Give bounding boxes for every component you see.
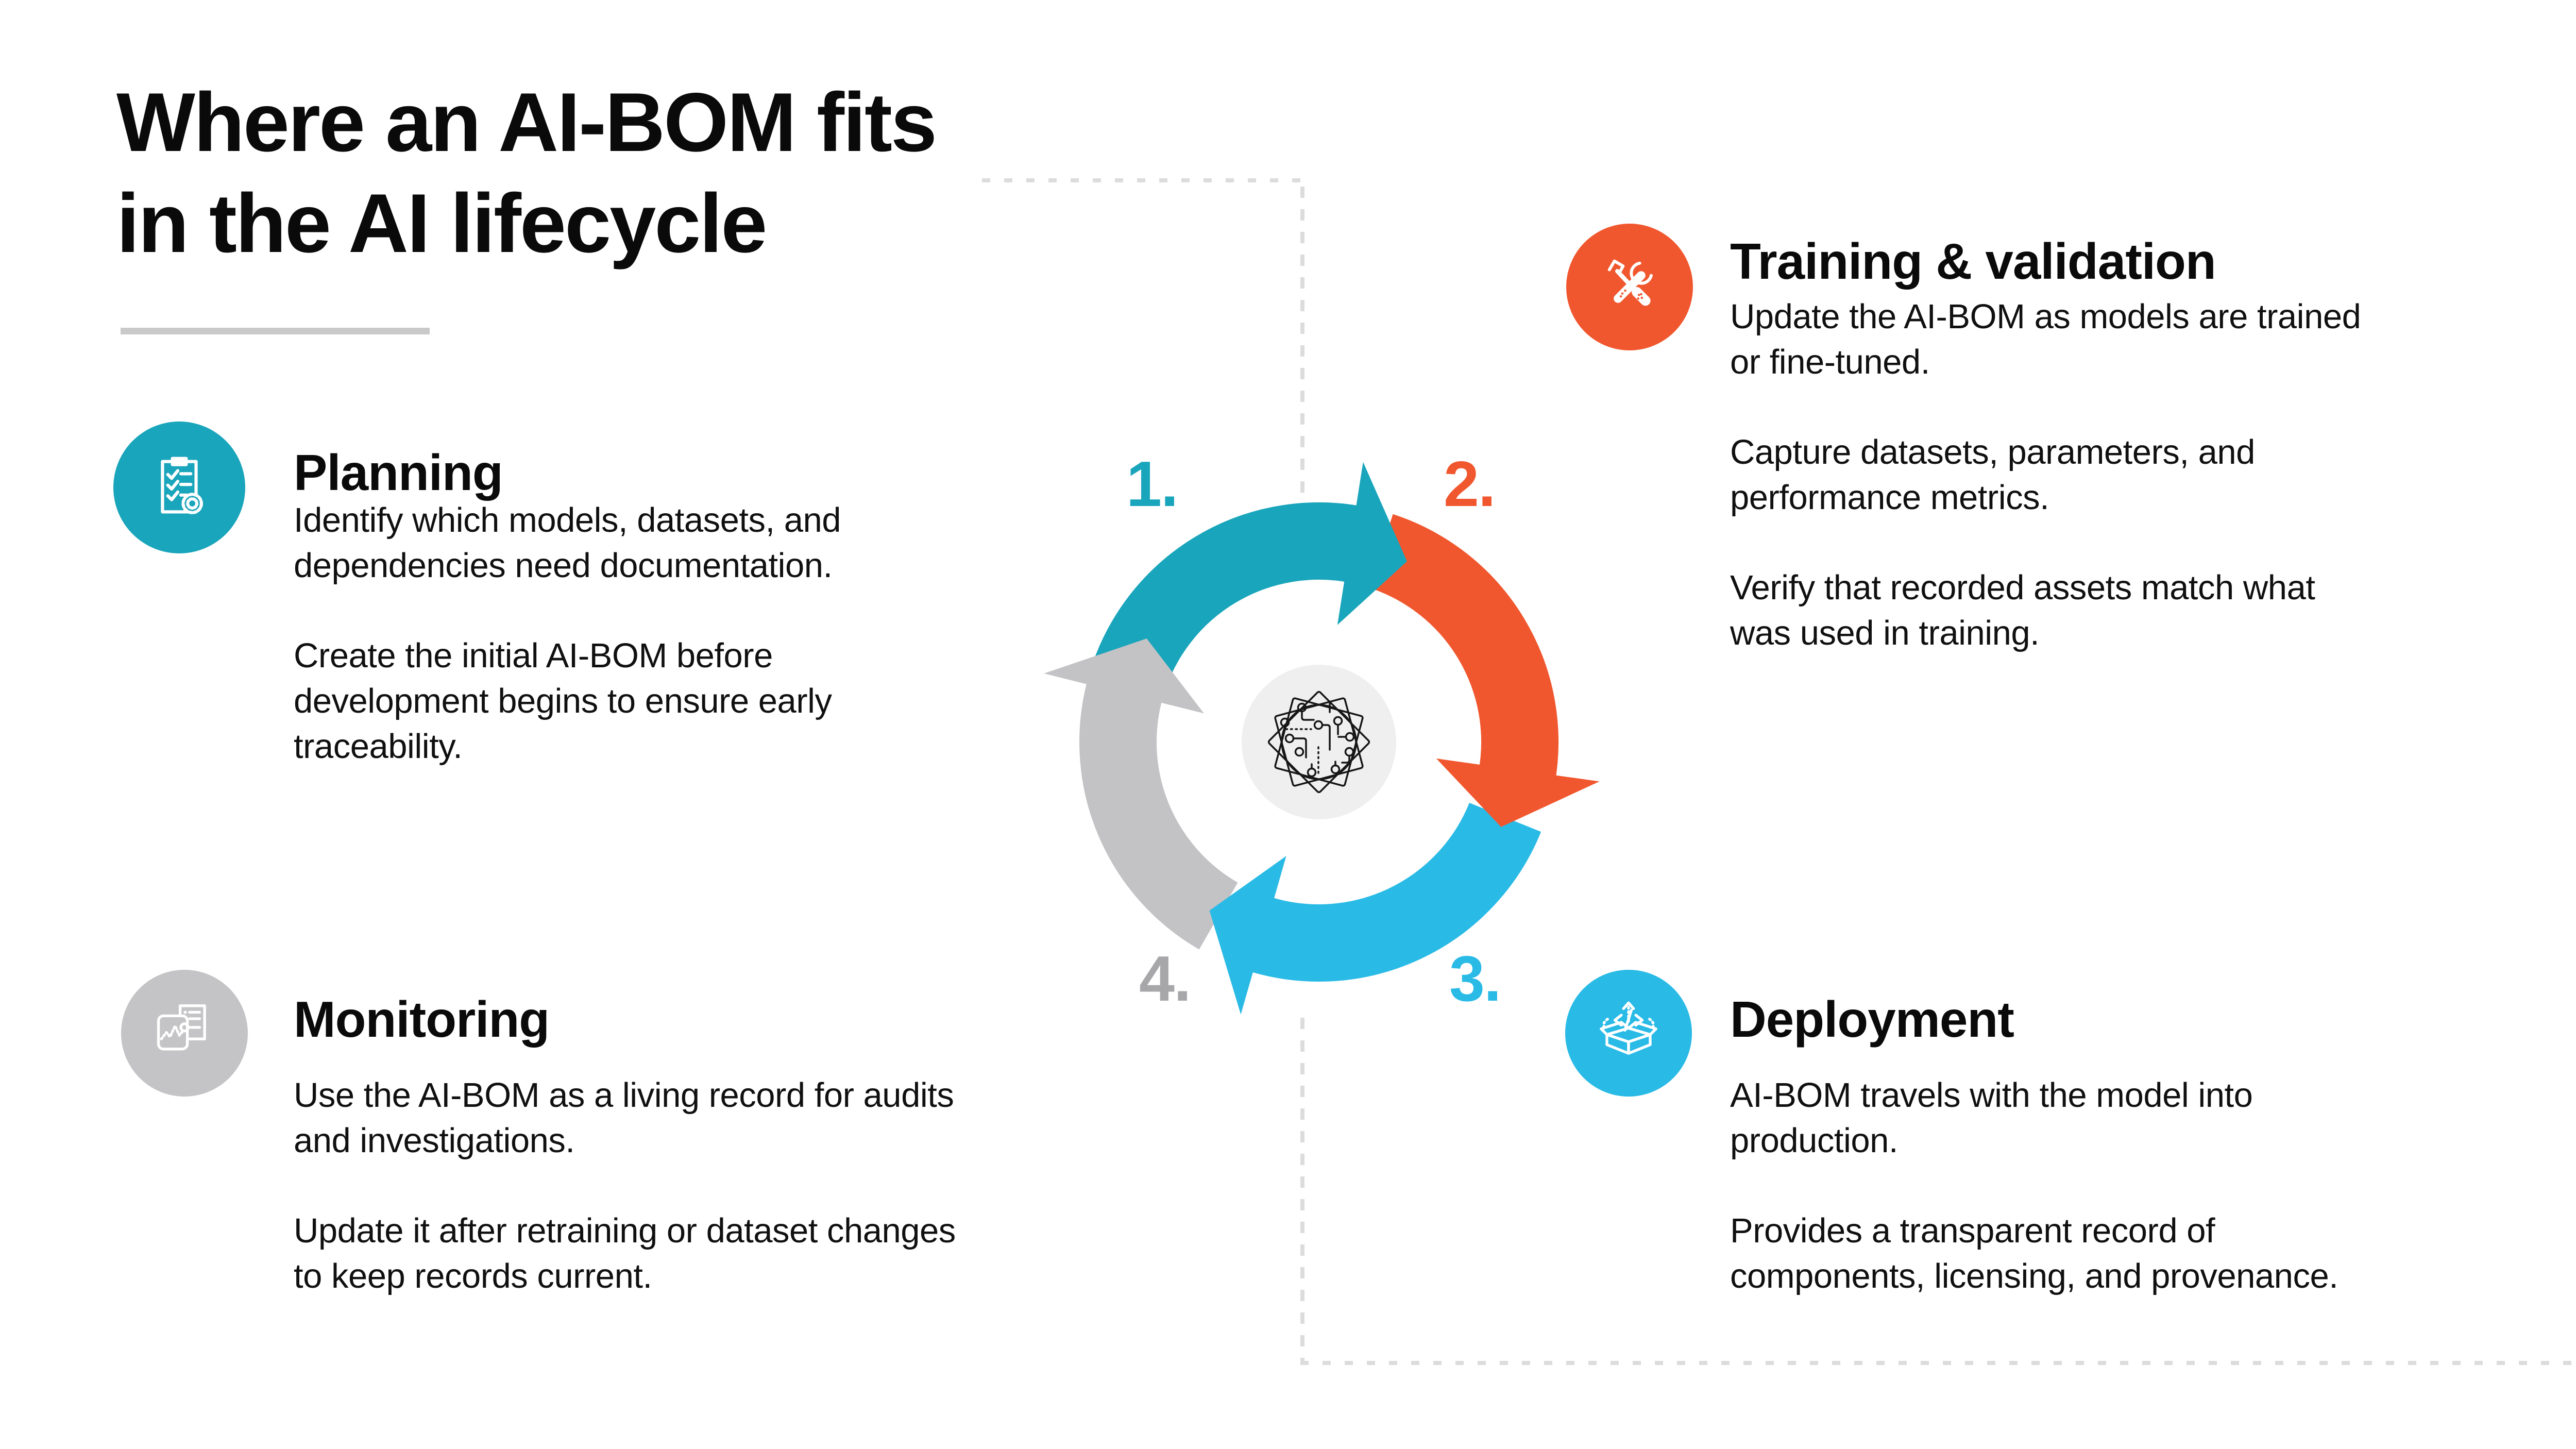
- arrowhead-4-icon: [1044, 638, 1204, 714]
- arrowhead-3-icon: [1209, 856, 1286, 1015]
- dashed-connector-top: [982, 178, 1304, 182]
- training-heading: Training & validation: [1730, 233, 2216, 290]
- deployment-icon-badge: [1565, 970, 1692, 1097]
- monitoring-body: Use the AI-BOM as a living record for au…: [294, 1073, 1118, 1299]
- deployment-body: AI-BOM travels with the model into produ…: [1730, 1073, 2554, 1299]
- dashed-connector-vertical-bottom: [1300, 1018, 1304, 1361]
- arrowhead-2-icon: [1436, 759, 1600, 827]
- cycle-number-3: 3.: [1449, 943, 1501, 1015]
- planning-paragraph-1: Identify which models, datasets, and dep…: [294, 501, 841, 585]
- crossed-tools-icon: [1607, 259, 1653, 306]
- training-paragraph-1: Update the AI-BOM as models are trained …: [1730, 297, 2361, 381]
- clipboard-checklist-gear-icon: [161, 457, 204, 514]
- monitoring-paragraph-1: Use the AI-BOM as a living record for au…: [294, 1076, 954, 1160]
- cycle-number-1: 1.: [1126, 449, 1178, 520]
- training-icon-badge: [1566, 224, 1693, 350]
- lifecycle-cycle-diagram: [1044, 462, 1600, 1015]
- monitoring-heading: Monitoring: [294, 991, 550, 1048]
- cycle-center-disc: [1242, 665, 1396, 819]
- deployment-paragraph-1: AI-BOM travels with the model into produ…: [1730, 1076, 2253, 1160]
- planning-icon-badge: [113, 422, 245, 553]
- planning-paragraph-2: Create the initial AI-BOM before develop…: [294, 636, 832, 766]
- open-box-code-icon: [1600, 1001, 1657, 1055]
- ai-circuit-brain-icon: [1267, 690, 1370, 794]
- cycle-arrows: [1044, 462, 1600, 1015]
- training-paragraph-3: Verify that recorded assets match what w…: [1730, 568, 2315, 652]
- arrowhead-1-icon: [1337, 462, 1407, 625]
- cycle-number-2: 2.: [1444, 449, 1496, 520]
- cycle-number-4: 4.: [1139, 943, 1191, 1015]
- planning-heading: Planning: [294, 444, 503, 501]
- deployment-paragraph-2: Provides a transparent record of compone…: [1730, 1211, 2338, 1295]
- dashed-connector-bottom: [1300, 1361, 2576, 1365]
- dashed-connector-vertical-top: [1300, 187, 1304, 495]
- monitoring-paragraph-2: Update it after retraining or dataset ch…: [294, 1211, 956, 1295]
- title-underline: [121, 328, 430, 334]
- training-paragraph-2: Capture datasets, parameters, and perfor…: [1730, 433, 2255, 517]
- deployment-heading: Deployment: [1730, 991, 2014, 1048]
- planning-body: Identify which models, datasets, and dep…: [294, 498, 1118, 769]
- monitoring-icon-badge: [121, 970, 248, 1097]
- training-body: Update the AI-BOM as models are trained …: [1730, 294, 2554, 656]
- pulse-settings-icon: [157, 1004, 206, 1051]
- page-title: Where an AI-BOM fits in the AI lifecycle: [116, 76, 937, 270]
